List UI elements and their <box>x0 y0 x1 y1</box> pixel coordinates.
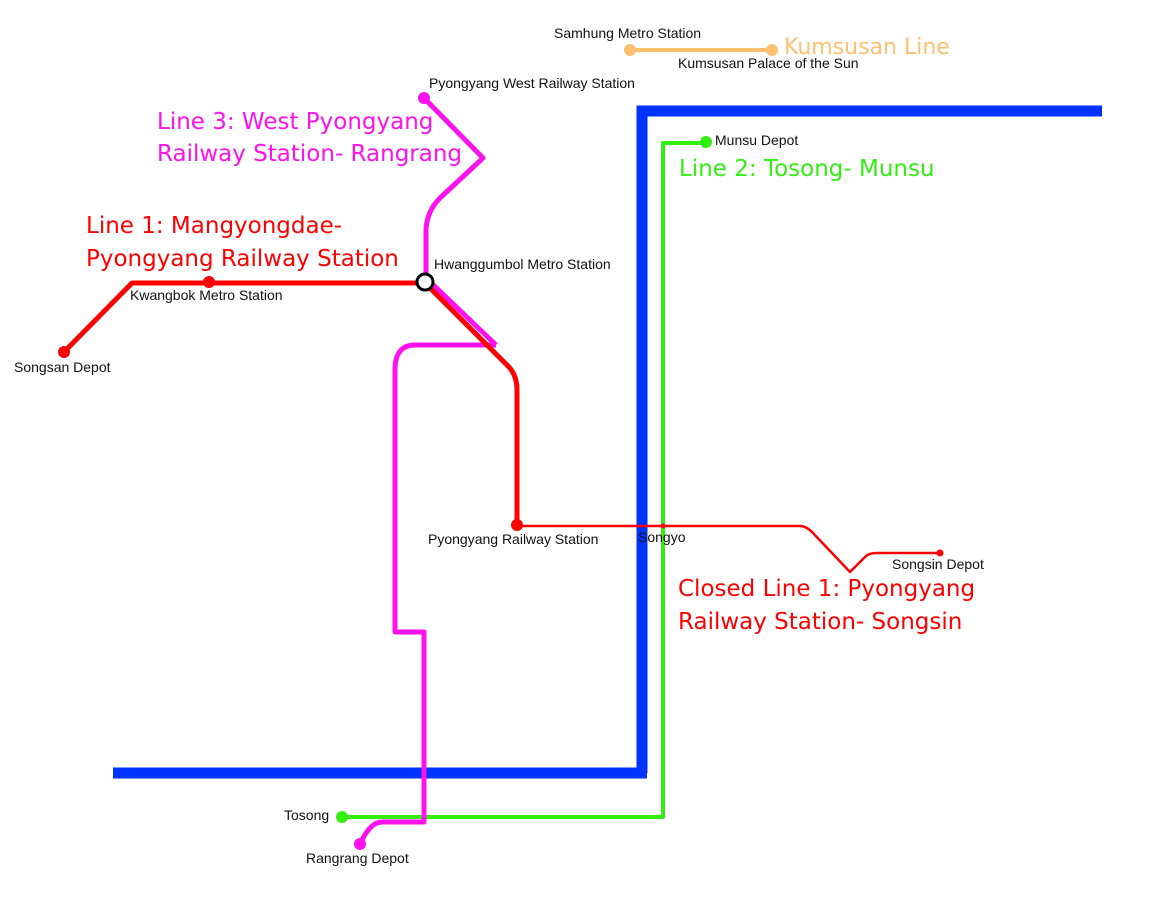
station-labels: Samhung Metro Station Kumsusan Palace of… <box>14 25 984 866</box>
closed-line-1-title-2: Railway Station- Songsin <box>678 609 962 635</box>
boundary-line-east <box>636 105 1102 773</box>
closed-line-1-title-1: Closed Line 1: Pyongyang <box>678 576 975 602</box>
pyongyang-west-station-dot <box>418 92 430 104</box>
kumsusan-line-title: Kumsusan Line <box>784 35 950 60</box>
line-3-track-south <box>357 342 496 846</box>
line-3 <box>354 92 498 850</box>
munsu-depot-dot <box>700 136 712 148</box>
line-3-title-2: Railway Station- Rangrang <box>157 141 462 167</box>
pyongyang-railway-station-label: Pyongyang Railway Station <box>428 531 598 547</box>
hwanggumbol-station-label: Hwanggumbol Metro Station <box>434 256 611 272</box>
songsin-depot-label: Songsin Depot <box>892 556 984 572</box>
songyo-station-label: Songyo <box>638 529 686 545</box>
line-3-title-1: Line 3: West Pyongyang <box>157 109 433 135</box>
hwanggumbol-interchange-marker <box>415 272 435 292</box>
rangrang-depot-label: Rangrang Depot <box>306 850 409 866</box>
rangrang-depot-dot <box>354 838 366 850</box>
samhung-station-dot <box>624 44 636 56</box>
kwangbok-station-label: Kwangbok Metro Station <box>130 287 283 303</box>
line-1-title-2: Pyongyang Railway Station <box>86 246 399 272</box>
munsu-depot-label: Munsu Depot <box>715 132 798 148</box>
line-3-track-north <box>422 96 498 347</box>
pyongyang-west-station-label: Pyongyang West Railway Station <box>429 75 635 91</box>
line-2 <box>336 136 712 823</box>
kumsusan-palace-station-dot <box>766 44 778 56</box>
samhung-station-label: Samhung Metro Station <box>554 25 701 41</box>
closed-line-1 <box>517 523 944 574</box>
line-1-title-1: Line 1: Mangyongdae- <box>86 213 342 239</box>
kwangbok-station-dot <box>203 276 215 288</box>
kumsusan-line <box>624 44 778 56</box>
closed-line-1-track <box>517 524 940 574</box>
boundary-lines <box>113 105 1102 779</box>
tosong-station-dot <box>336 811 348 823</box>
line-titles: Kumsusan Line Line 3: West Pyongyang Rai… <box>86 35 975 635</box>
songyo-station-dot <box>660 523 666 529</box>
songsin-depot-dot <box>936 549 944 557</box>
songsan-depot-label: Songsan Depot <box>14 359 111 375</box>
kumsusan-palace-label: Kumsusan Palace of the Sun <box>678 55 859 71</box>
songsan-depot-dot <box>58 346 70 358</box>
line-2-title: Line 2: Tosong- Munsu <box>679 156 935 182</box>
pyongyang-railway-station-dot <box>511 519 523 531</box>
line-1 <box>58 276 523 531</box>
line-1-track <box>62 280 520 526</box>
tosong-station-label: Tosong <box>284 807 329 823</box>
line-2-track <box>342 141 706 819</box>
